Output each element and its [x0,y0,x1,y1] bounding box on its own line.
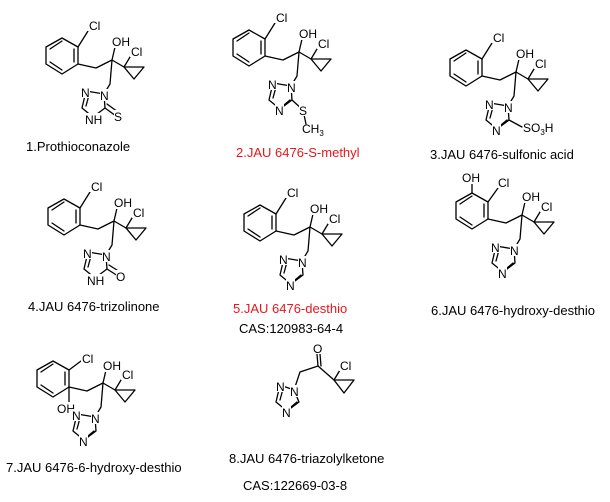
compound-5-structure: Cl OH Cl N N N 5.JAU 6476-desthio CAS:12… [233,186,347,336]
compound-2-structure: Cl OH Cl N N N S CH3 2.JAU 6476-S-methyl [232,11,360,160]
atom-n: N [498,267,507,281]
atom-cl: Cl [133,206,144,220]
compound-7-caption: 7.JAU 6476-6-hydroxy-desthio [6,460,182,475]
compound-4-structure: Cl OH Cl N N NH O 4.JAU 6476-trizolinone [28,180,160,314]
compound-8-structure: O Cl N N N 8.JAU 6476-triazolylketone CA… [229,342,384,493]
atom-n: N [510,244,519,258]
atom-oh: OH [114,196,132,210]
atom-n: N [275,104,284,118]
atom-cl: Cl [329,212,340,226]
atom-so3h: SO3H [523,121,553,137]
atom-n: N [72,409,81,423]
atom-n: N [282,406,291,420]
atom-oh: OH [103,359,121,373]
atom-n: N [279,253,288,267]
atom-oh: OH [310,202,328,216]
atom-n: N [81,86,90,100]
compound-1-caption: 1.Prothioconazole [26,139,130,154]
compound-5-caption: 5.JAU 6476-desthio [233,301,347,316]
compound-6-structure: OH Cl OH Cl N N N 6.JAU 6476-hydroxy-des… [431,171,595,318]
atom-cl: Cl [91,180,102,194]
atom-oh: OH [462,171,480,185]
compound-3-caption: 3.JAU 6476-sulfonic acid [430,147,574,162]
atom-s: S [299,104,307,118]
atom-cl: Cl [340,359,351,373]
atom-n: N [83,247,92,261]
compound-6-caption: 6.JAU 6476-hydroxy-desthio [431,303,595,318]
atom-cl: Cl [498,176,509,190]
atom-n: N [102,250,111,264]
atom-n: N [100,89,109,103]
atom-cl: Cl [493,31,504,45]
atom-cl: Cl [535,57,546,71]
atom-oh: OH [516,47,534,61]
compound-8-cas: CAS:122669-03-8 [243,478,347,493]
atom-nh: NH [85,113,102,127]
compound-8-caption: 8.JAU 6476-triazolylketone [229,451,384,466]
compound-3-structure: Cl OH Cl N N N SO3H 3.JAU 6476-sulfonic … [430,31,574,162]
atom-s: S [114,110,122,124]
atom-n: N [504,101,513,115]
atom-oh: OH [57,402,75,416]
compound-2-caption: 2.JAU 6476-S-methyl [236,145,360,160]
atom-n: N [492,124,501,138]
atom-cl: Cl [541,200,552,214]
atom-cl: Cl [122,368,133,382]
atom-cl: Cl [89,19,100,33]
atom-n: N [268,78,277,92]
atom-n: N [287,81,296,95]
atom-nh: NH [87,274,104,288]
compound-4-caption: 4.JAU 6476-trizolinone [28,299,160,314]
atom-oh: OH [112,35,130,49]
atom-n: N [491,241,500,255]
atom-n: N [91,412,100,426]
atom-cl: Cl [276,11,287,25]
atom-cl: Cl [287,186,298,200]
atom-o: O [313,342,322,356]
atom-oh: OH [299,27,317,41]
compound-1-structure: Cl OH Cl N N NH S 1.Prothioconazole [26,19,146,154]
atom-cl: Cl [131,45,142,59]
atom-cl: Cl [318,37,329,51]
atom-n: N [276,380,285,394]
atom-n: N [286,279,295,293]
compound-7-structure: Cl OH Cl OH N N N 7.JAU 6476-6-hydroxy-d… [6,352,182,475]
atom-n: N [290,385,299,399]
atom-n: N [298,256,307,270]
atom-cl: Cl [82,352,93,366]
atom-o: O [116,270,125,284]
atom-n: N [485,98,494,112]
atom-oh: OH [522,190,540,204]
atom-ch3: CH3 [302,122,324,138]
atom-n: N [79,435,88,449]
compound-5-cas: CAS:120983-64-4 [239,321,343,336]
